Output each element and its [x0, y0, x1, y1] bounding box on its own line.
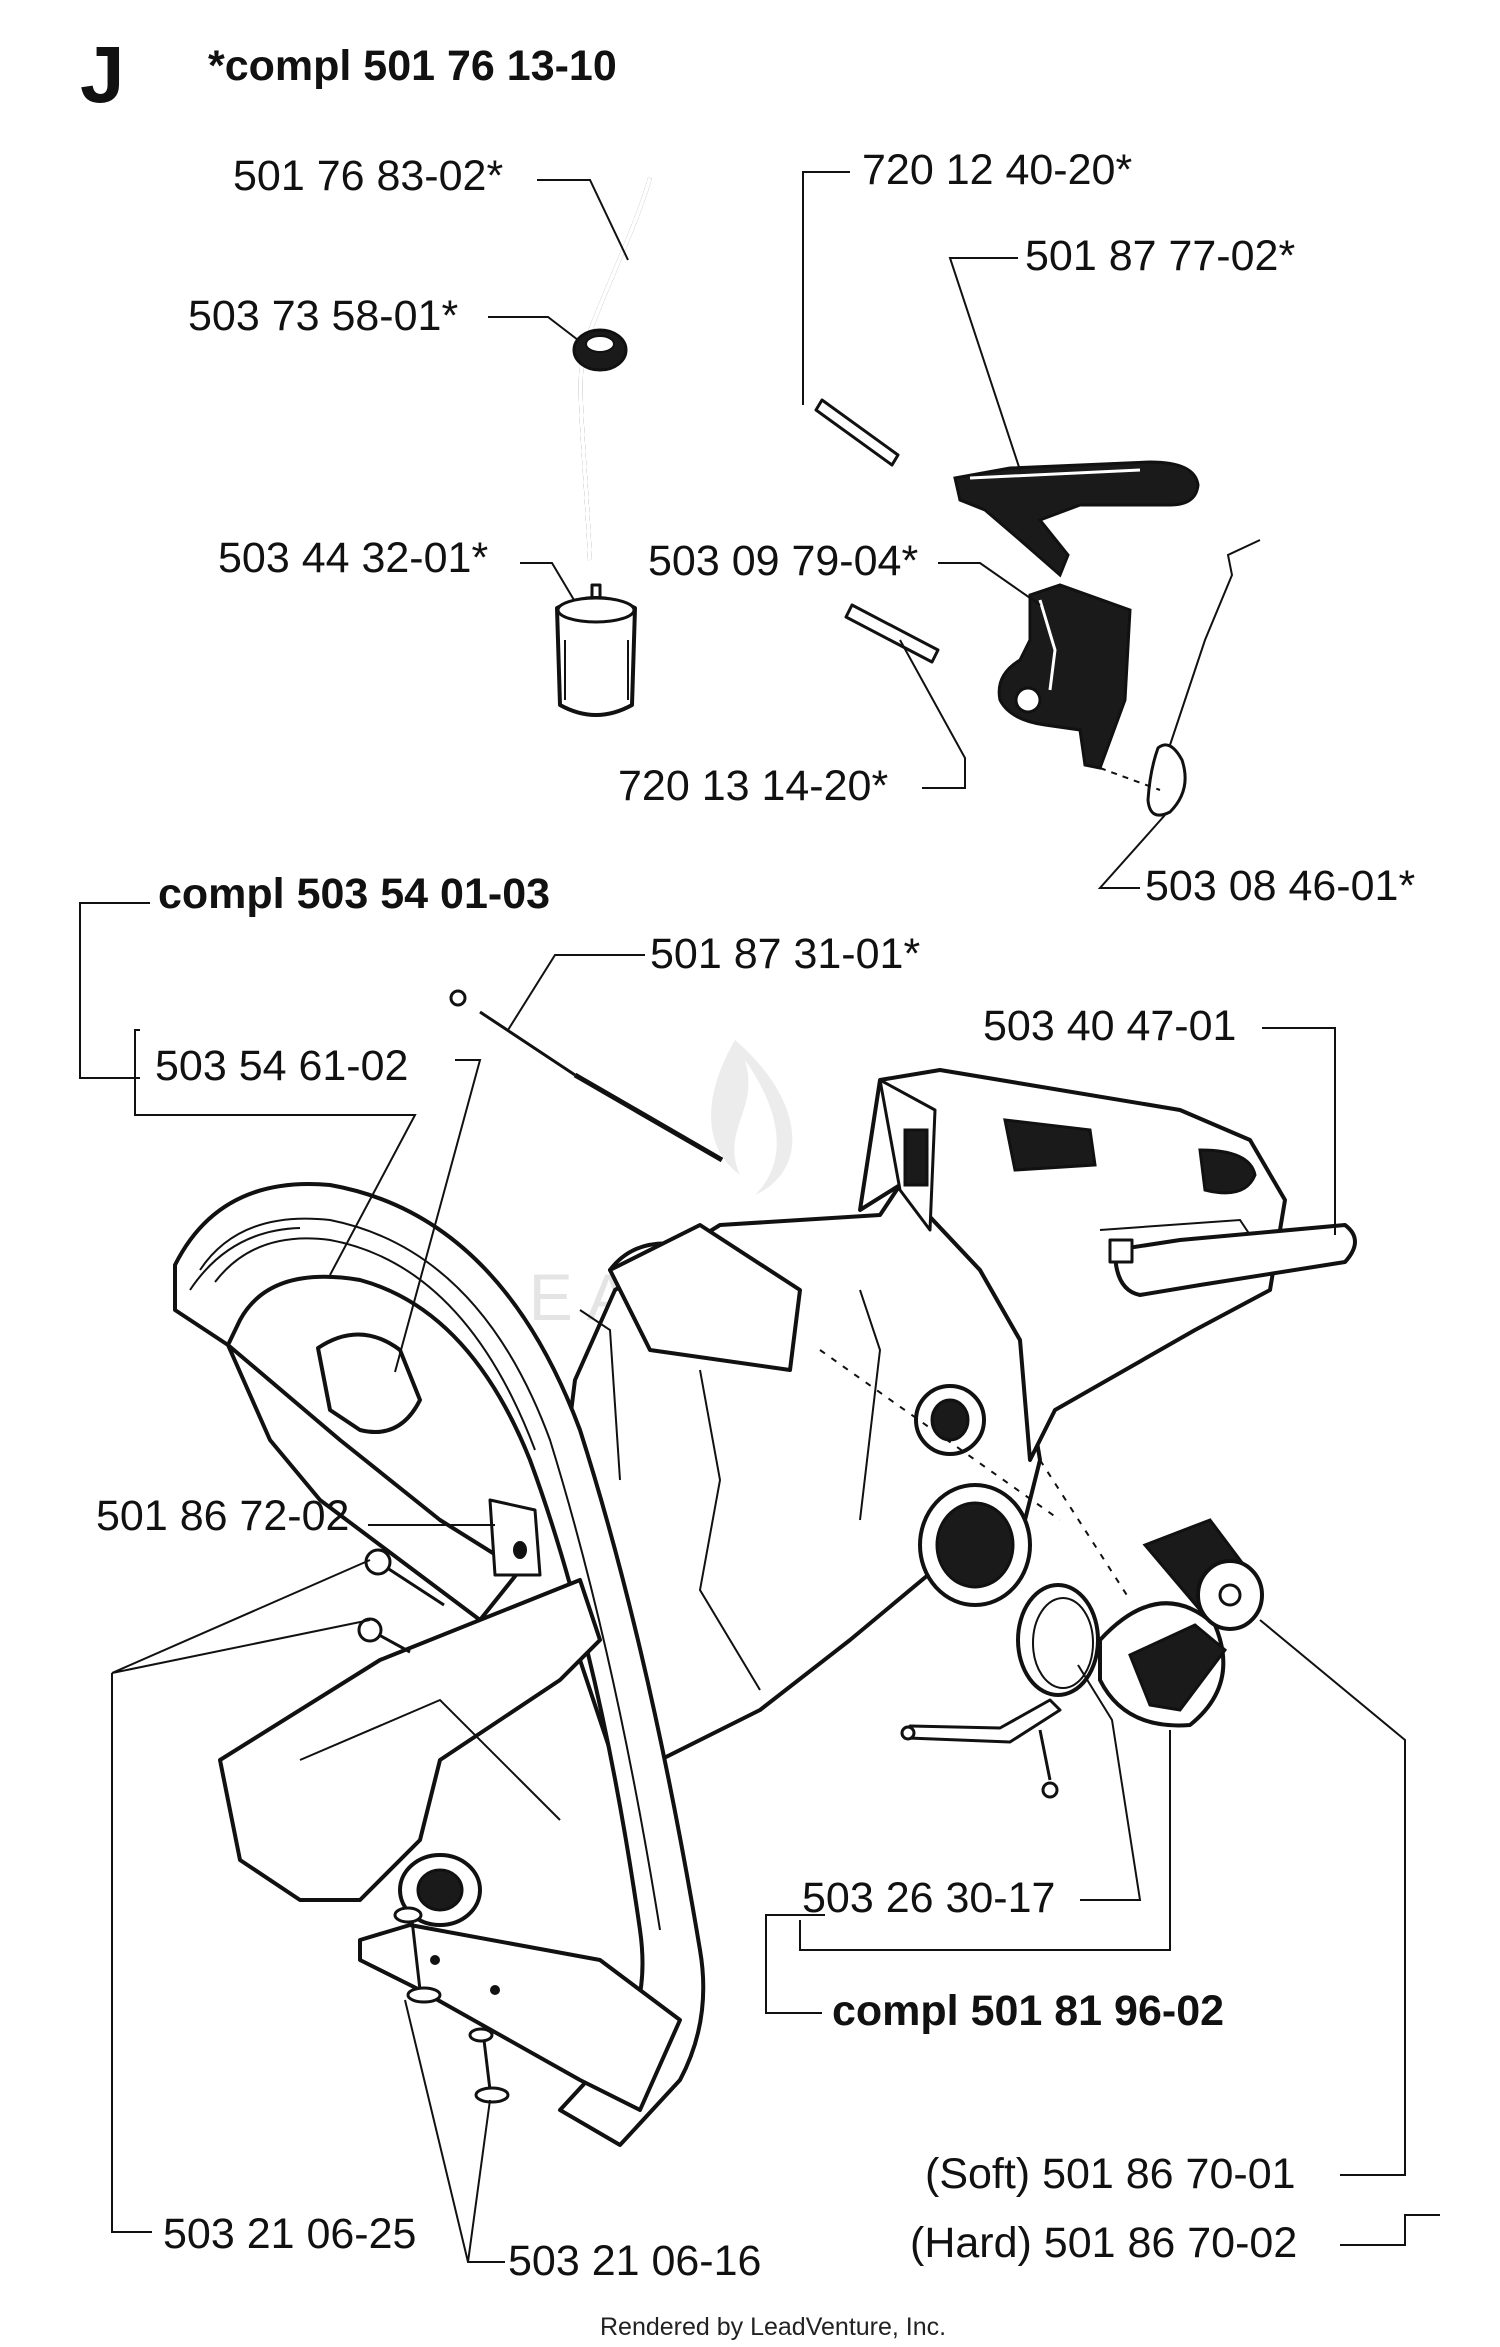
fuel-hose-group [555, 177, 652, 717]
front-handle-part [173, 1182, 706, 2147]
part-label: 503 21 06-25 [163, 2210, 416, 2258]
pin-part-2 [844, 603, 940, 664]
part-label: 501 76 83-02* [233, 152, 503, 200]
leader-lines [79, 171, 1440, 2263]
flame-logo-icon [711, 1040, 793, 1195]
throttle-lockout-part [997, 583, 1132, 770]
footer-credit: Rendered by LeadVenture, Inc. [600, 2313, 946, 2341]
part-label: 503 40 47-01 [983, 1002, 1236, 1050]
part-label: 503 09 79-04* [648, 537, 918, 585]
screws-group [357, 1548, 510, 2104]
throttle-group [814, 398, 1261, 817]
kit-label-fuel: *compl 501 76 13-10 [208, 42, 617, 90]
part-label: 501 86 72-02 [96, 1492, 349, 1540]
part-label: 503 44 32-01* [218, 534, 488, 582]
pipe-part [449, 989, 724, 1163]
throttle-trigger-part [953, 460, 1200, 578]
section-letter: J [80, 30, 125, 119]
part-label: 503 08 46-01* [1145, 862, 1415, 910]
fuel-filter-part [555, 583, 637, 717]
part-labels: 501 76 83-02* 503 73 58-01* 503 44 32-01… [96, 146, 1415, 2285]
spring-part [1146, 743, 1187, 817]
part-label: 501 87 77-02* [1025, 232, 1295, 280]
part-label: 503 21 06-16 [508, 2237, 761, 2285]
part-label: 503 73 58-01* [188, 292, 458, 340]
fuel-tank-housing-part [558, 1068, 1357, 1782]
part-label: (Soft) 501 86 70-01 [925, 2150, 1296, 2198]
bushing-part [1142, 1518, 1264, 1631]
part-label: 503 54 61-02 [155, 1042, 408, 1090]
part-label: 720 12 40-20* [862, 146, 1132, 194]
pin-part [814, 398, 900, 467]
kit-label-cap: compl 501 81 96-02 [832, 1987, 1224, 2035]
kit-label-handle: compl 503 54 01-03 [158, 870, 550, 918]
part-label: 720 13 14-20* [618, 762, 888, 810]
part-label: 501 87 31-01* [650, 930, 920, 978]
part-label: (Hard) 501 86 70-02 [910, 2219, 1297, 2267]
oil-cap-group [900, 1583, 1228, 1799]
part-label: 503 26 30-17 [802, 1874, 1055, 1922]
